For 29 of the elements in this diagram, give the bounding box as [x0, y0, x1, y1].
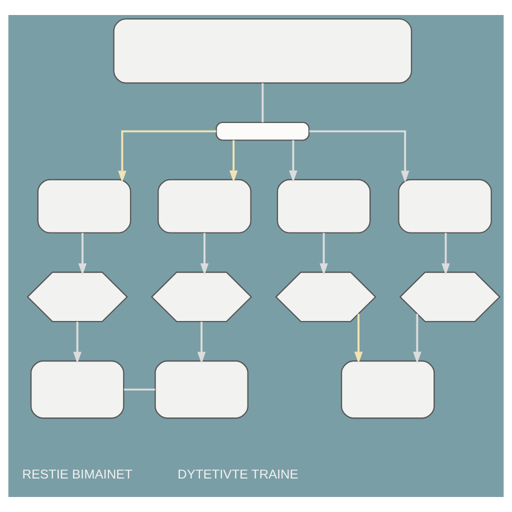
- label: RESTIE BIMAINET: [22, 466, 132, 482]
- node-box: [158, 179, 252, 234]
- node-hexagon: [150, 272, 252, 322]
- label: DYTETIVTE TRAINE: [178, 466, 298, 482]
- arrow: [320, 232, 328, 276]
- node-box: [154, 360, 248, 419]
- connector: [124, 388, 156, 391]
- arrow: [73, 322, 82, 364]
- node-box: [276, 179, 371, 234]
- node-hexagon: [26, 272, 128, 322]
- node-box: [398, 179, 492, 234]
- arrow: [197, 322, 206, 364]
- arrow: [200, 232, 209, 276]
- node-box: [30, 360, 124, 419]
- arrow: [309, 130, 410, 183]
- arrow: [118, 130, 216, 183]
- arrow: [289, 140, 298, 182]
- node-box: [216, 122, 310, 141]
- node-hexagon: [399, 272, 501, 322]
- arrow: [413, 314, 422, 364]
- arrow: [354, 314, 363, 364]
- arrow: [78, 232, 87, 276]
- connector: [262, 83, 264, 122]
- node-box: [113, 18, 412, 84]
- node-box: [37, 179, 132, 234]
- arrow: [442, 232, 450, 276]
- node-hexagon: [275, 272, 376, 322]
- node-box: [340, 360, 435, 419]
- arrow: [229, 140, 238, 182]
